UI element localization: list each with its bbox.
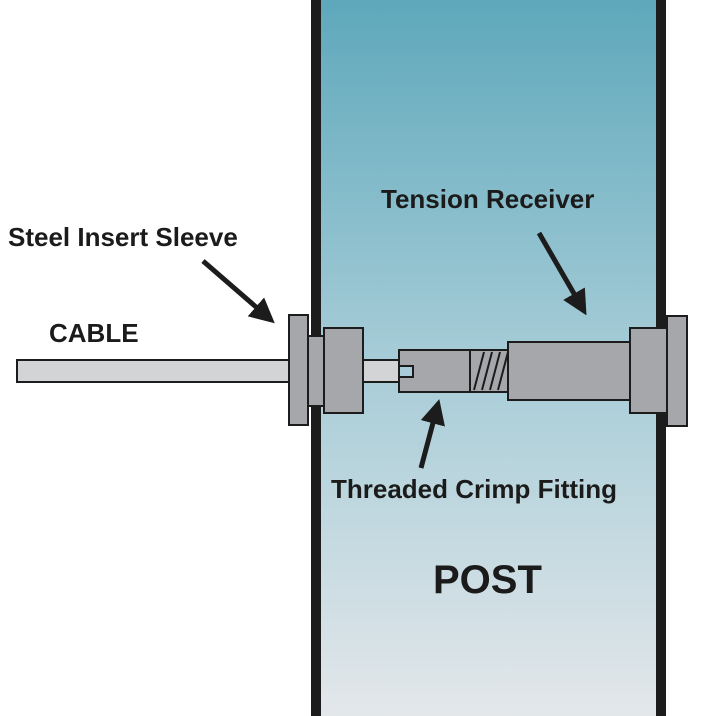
receiver-arrow [536,231,587,316]
cable-label: CABLE [49,318,139,348]
tension-receiver-body [507,341,631,401]
tension-receiver-label: Tension Receiver [381,184,595,214]
inner-nut [323,327,364,414]
threaded-crimp-fitting-label: Threaded Crimp Fitting [331,474,617,504]
thread-lines [473,351,509,391]
post-label: POST [433,558,542,602]
sleeve-arrow [201,259,275,324]
steel-insert-sleeve-label: Steel Insert Sleeve [8,222,238,252]
left-sleeve-flange [288,314,309,426]
fitting-arrow [418,399,445,469]
right-flange [666,315,688,427]
inner-cable [362,359,400,383]
cable [16,359,291,383]
left-sleeve-barrel [307,335,325,407]
right-nut [629,327,668,414]
